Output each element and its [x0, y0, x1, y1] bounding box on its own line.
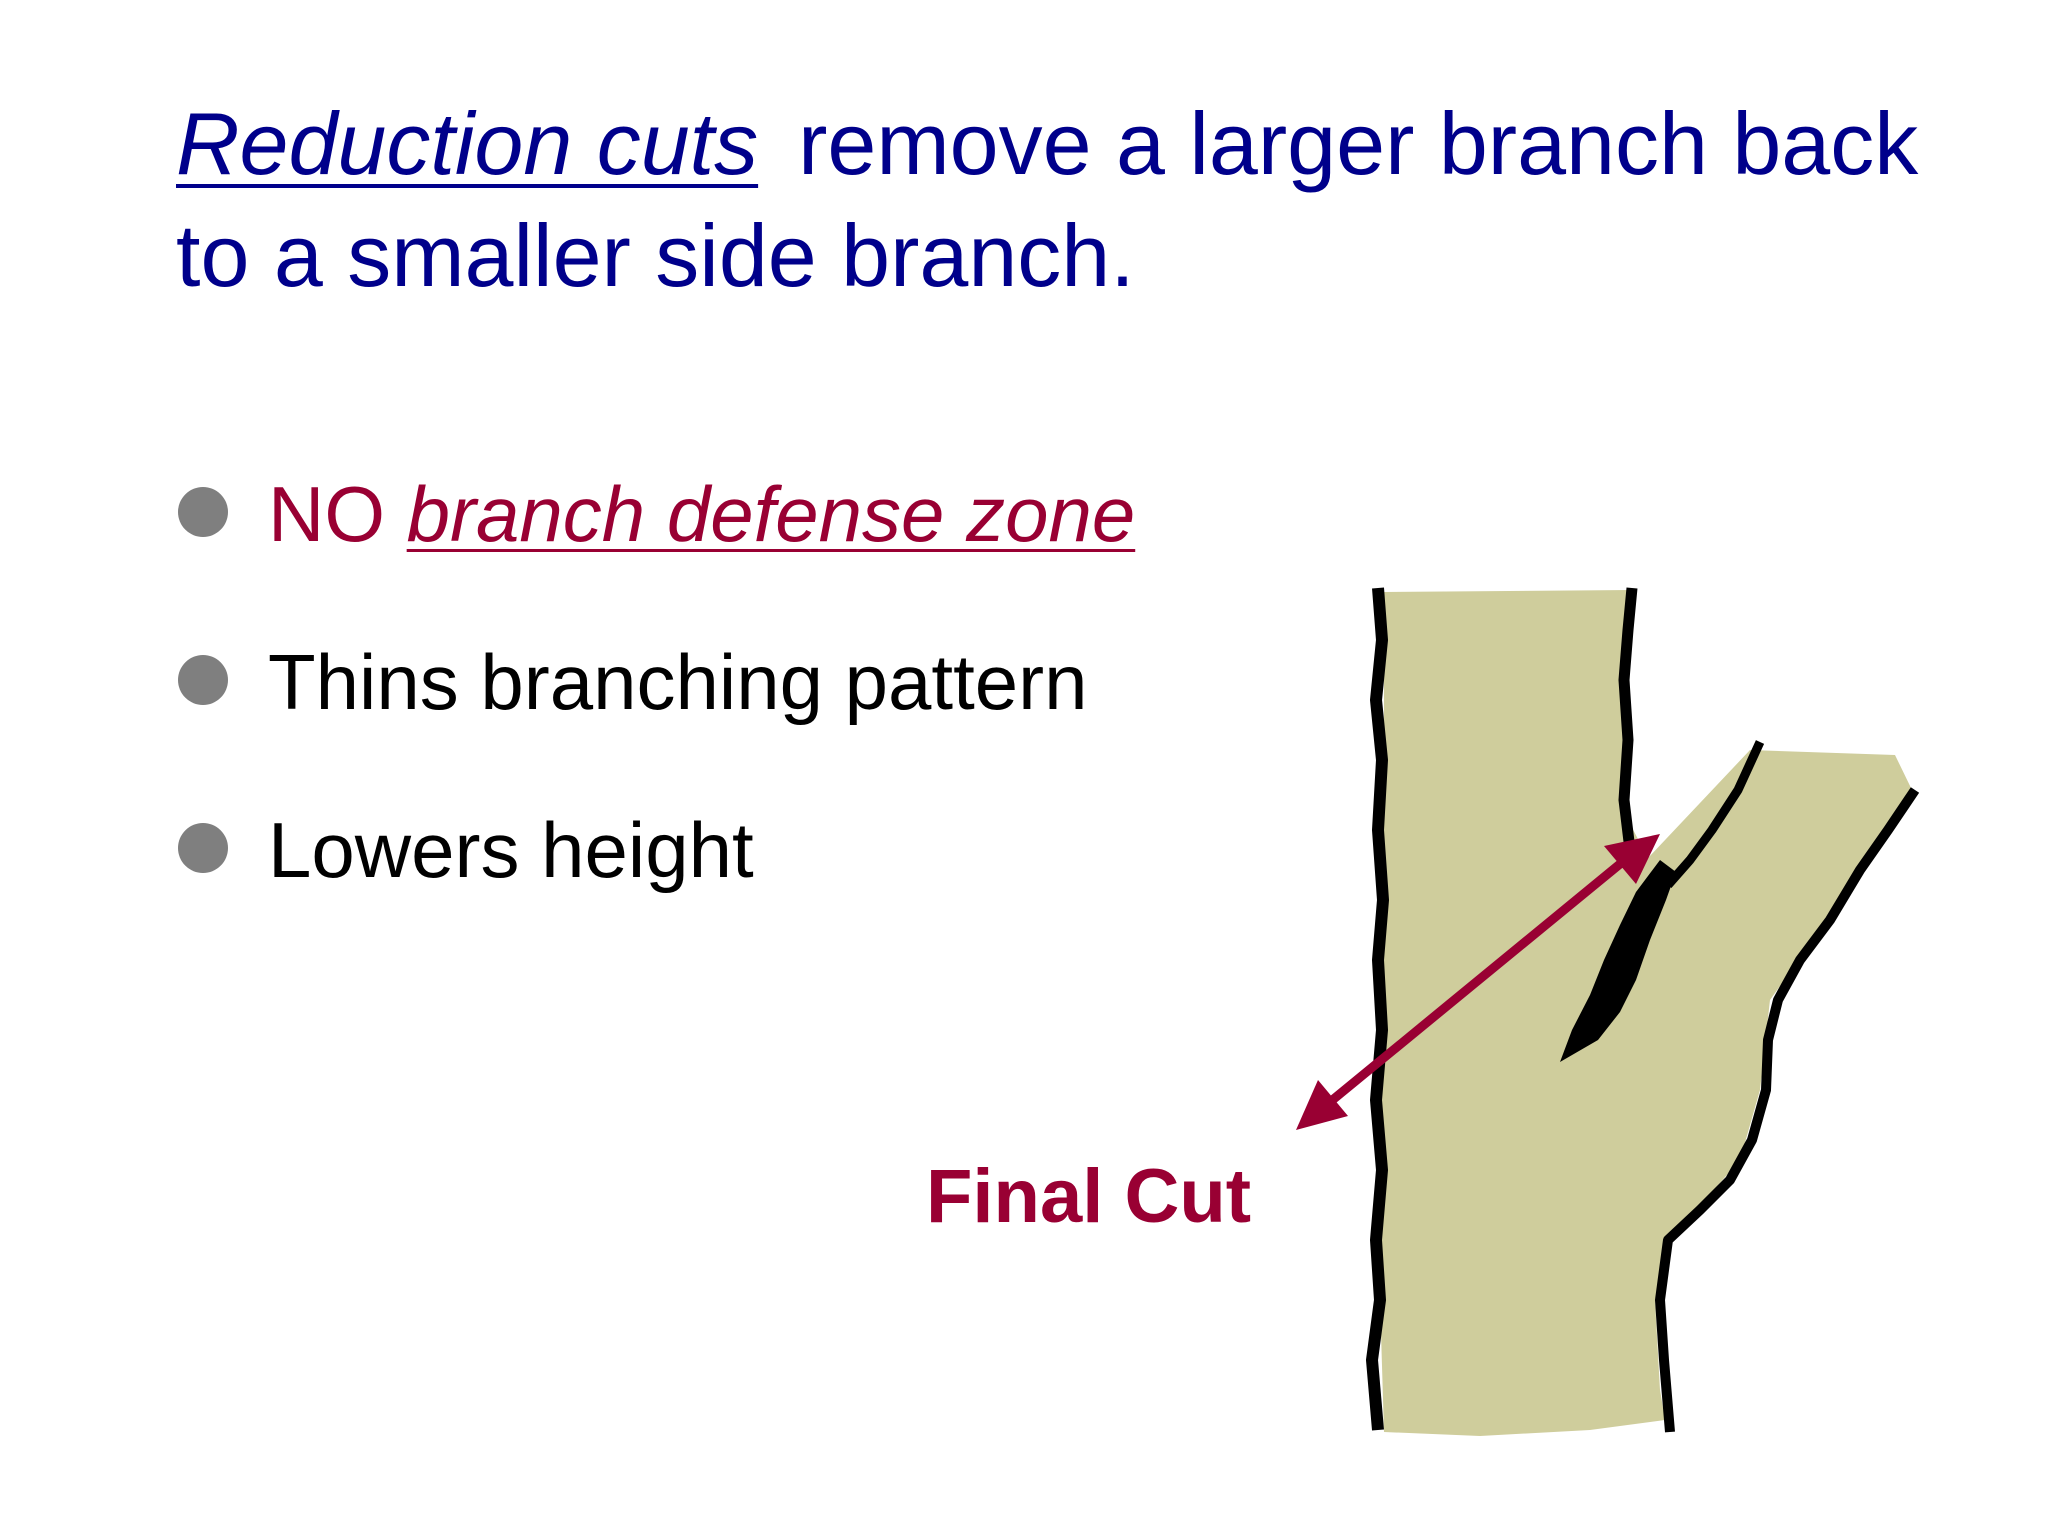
bullet-list: NO branch defense zone Thins branching p… [178, 430, 1135, 934]
bullet-term: branch defense zone [406, 470, 1136, 558]
bullet-dot-icon [178, 655, 228, 705]
bullet-item-thins: Thins branching pattern [178, 598, 1135, 766]
tree-trunk-fill [1378, 590, 1912, 1436]
bullet-prefix: NO [268, 470, 407, 558]
branch-upper-edge [1664, 740, 1765, 888]
bullet-text: Lowers height [268, 806, 754, 894]
title-term: Reduction cuts [176, 94, 759, 193]
arrow-head-upper-icon [1604, 834, 1660, 884]
bullet-text: NO branch defense zone [268, 469, 1135, 559]
bark-ridge [1560, 860, 1676, 1062]
bullet-text: Thins branching pattern [268, 638, 1088, 726]
branch-lower-edge [1655, 787, 1920, 1433]
bullet-item-lowers: Lowers height [178, 766, 1135, 934]
final-cut-arrow-shaft [1327, 860, 1623, 1106]
arrow-head-lower-icon [1296, 1080, 1348, 1130]
trunk-left-edge [1366, 587, 1389, 1431]
trunk-right-edge [1618, 587, 1638, 851]
bullet-dot-icon [178, 487, 228, 537]
bullet-dot-icon [178, 823, 228, 873]
final-cut-label: Final Cut [926, 1154, 1252, 1239]
bullet-item-defense-zone: NO branch defense zone [178, 430, 1135, 598]
title-definition: remove a larger branch back to a smaller… [176, 94, 1919, 305]
